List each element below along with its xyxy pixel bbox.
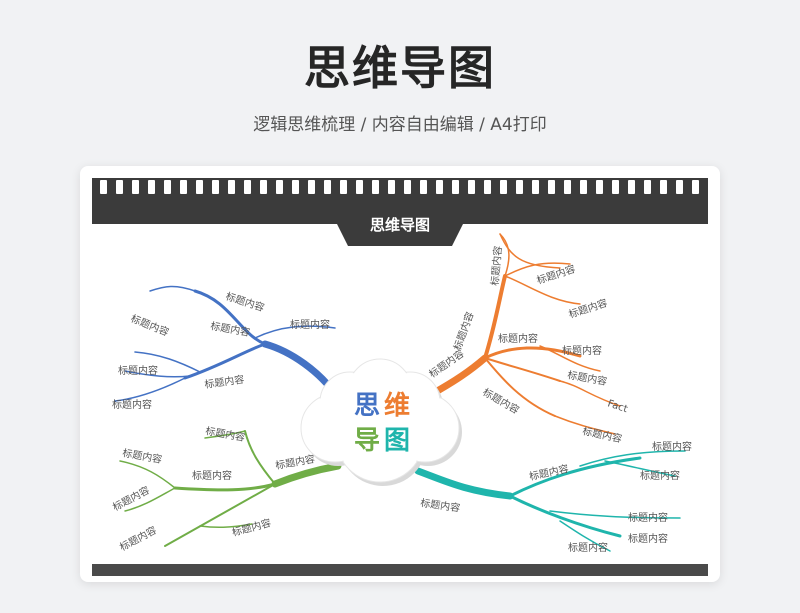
binding-tooth (340, 180, 347, 194)
teal-main-label: 标题内容 (420, 496, 461, 514)
teal-leaf-2: 标题内容 (640, 469, 680, 482)
binding-tooth (148, 180, 155, 194)
center-char-3: 导 (354, 426, 380, 456)
binding-tooth (212, 180, 219, 194)
binding-tooth (308, 180, 315, 194)
binding-tooth (324, 180, 331, 194)
page-subtitle: 逻辑思维梳理 / 内容自由编辑 / A4打印 (0, 113, 800, 137)
binding-tooth (180, 180, 187, 194)
binding-tooth (516, 180, 523, 194)
card-header-title: 思维导图 (370, 216, 430, 234)
binding-tooth (468, 180, 475, 194)
binding-tooth (116, 180, 123, 194)
binding-tooth (260, 180, 267, 194)
mindmap-card: 思维导图 标题内容 标题内容 标题内容 标题内容 标题内容 标题内容 标题内容 (80, 166, 720, 582)
binding-tooth (692, 180, 699, 194)
orange-leaf-6: 标题内容 (581, 424, 623, 445)
binding-tooth (500, 180, 507, 194)
binding-tooth (164, 180, 171, 194)
binding-tooth (660, 180, 667, 194)
center-char-1: 思 (354, 391, 380, 421)
blue-leaf-2: 标题内容 (129, 312, 171, 339)
mindmap-canvas: 思维导图 标题内容 标题内容 标题内容 标题内容 标题内容 标题内容 标题内容 (80, 166, 720, 582)
binding-tooth (676, 180, 683, 194)
binding-tooth (436, 180, 443, 194)
green-leaf-1: 标题内容 (204, 424, 246, 444)
notebook-header: 思维导图 (92, 178, 708, 246)
binding-tooth (452, 180, 459, 194)
teal-sub-2: 标题内容 (628, 511, 668, 524)
binding-tooth (644, 180, 651, 194)
green-sub-1: 标题内容 (192, 469, 232, 482)
binding-tooth (532, 180, 539, 194)
binding-tooth (132, 180, 139, 194)
blue-sub-3: 标题内容 (204, 373, 245, 391)
page-title: 思维导图 (0, 38, 800, 98)
binding-tooth (388, 180, 395, 194)
blue-sub-2: 标题内容 (290, 318, 330, 331)
blue-leaf-3: 标题内容 (118, 364, 158, 377)
binding-tooth (484, 180, 491, 194)
binding-tooth (628, 180, 635, 194)
green-leaf-4: 标题内容 (117, 523, 158, 553)
teal-leaf-4: 标题内容 (628, 532, 668, 545)
binding-tooth (596, 180, 603, 194)
center-char-4: 图 (384, 426, 410, 456)
blue-leaf-4: 标题内容 (112, 398, 152, 411)
green-sub-2: 标题内容 (230, 516, 272, 539)
binding-tooth (372, 180, 379, 194)
orange-leaf-3: 标题内容 (567, 296, 609, 321)
binding-tooth (564, 180, 571, 194)
blue-leaf-1: 标题内容 (224, 289, 266, 314)
card-footer-bar (92, 564, 708, 576)
center-char-2: 维 (384, 390, 410, 421)
binding-tooth (420, 180, 427, 194)
binding-tooth (580, 180, 587, 194)
orange-sub-2: 标题内容 (498, 332, 538, 345)
binding-tooth (612, 180, 619, 194)
binding-tooth (292, 180, 299, 194)
binding-tooth (548, 180, 555, 194)
binding-tooth (276, 180, 283, 194)
binding-tooth (100, 180, 107, 194)
binding-tooth (404, 180, 411, 194)
orange-sub-1: 标题内容 (451, 310, 477, 352)
binding-tooth (356, 180, 363, 194)
binding-tooth (244, 180, 251, 194)
orange-leaf-fact: Fact (606, 398, 629, 415)
binding-tooth (196, 180, 203, 194)
binding-tooth (228, 180, 235, 194)
teal-leaf-1: 标题内容 (652, 440, 692, 453)
blue-sub-1: 标题内容 (209, 319, 251, 339)
teal-leaf-3: 标题内容 (568, 541, 608, 554)
orange-leaf-4: 标题内容 (562, 344, 602, 357)
